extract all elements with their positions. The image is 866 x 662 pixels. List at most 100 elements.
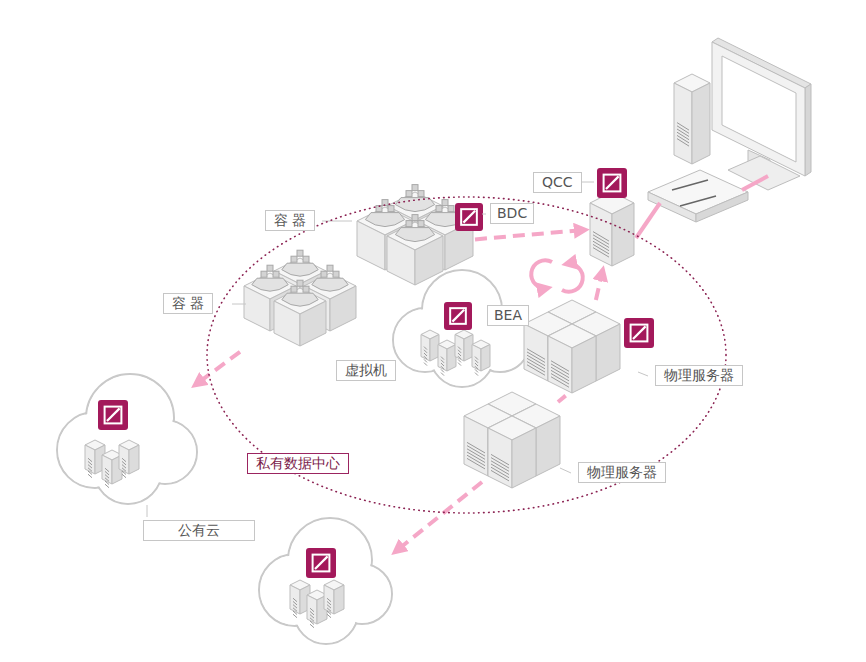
server-box (324, 580, 344, 618)
network-switch (648, 170, 748, 222)
vent-line (122, 474, 126, 478)
whale-crate (291, 286, 297, 292)
vent-line (88, 461, 92, 465)
switch-arrow (672, 180, 708, 190)
vent-line (293, 611, 297, 615)
icon-square (597, 168, 627, 198)
node-label: 私有数据中心 (247, 453, 349, 474)
vent-line (467, 458, 485, 469)
icon-arrow (452, 310, 464, 322)
vent-line (441, 366, 444, 369)
vent-line (310, 611, 314, 615)
vent-line (441, 357, 444, 360)
vent-line (293, 598, 297, 602)
icon-frame (604, 175, 621, 192)
cloud-fill (431, 324, 493, 386)
network-link (742, 176, 768, 190)
vent-line (88, 468, 92, 472)
server-box (674, 74, 710, 164)
vent-line (122, 461, 126, 465)
whale-body (395, 228, 434, 242)
left-face (290, 585, 300, 614)
whale-crate (267, 265, 273, 271)
vent-line (441, 360, 444, 363)
vent-line (424, 363, 427, 366)
whale-crate (273, 271, 279, 277)
vent-line (475, 373, 478, 376)
container-box (274, 280, 326, 346)
vent-line (122, 468, 126, 472)
public-cloud-shape (259, 518, 392, 644)
icon-arrow (315, 556, 328, 569)
vent-line (310, 621, 314, 625)
vent-line (122, 465, 126, 469)
docker-whale (282, 250, 318, 276)
whale-body (282, 293, 318, 306)
icon-arrow (606, 176, 619, 189)
vent-line (475, 366, 478, 369)
vent-line (677, 139, 689, 147)
docker-whale (282, 280, 318, 306)
vent-line (551, 377, 569, 388)
vent-line (327, 598, 331, 602)
vent-line (458, 347, 461, 350)
vent-line (475, 360, 478, 363)
vent-line (88, 471, 92, 475)
whale-body (312, 278, 348, 291)
docker-whale (395, 215, 434, 242)
monitor-base (728, 156, 800, 190)
vent-line (458, 363, 461, 366)
vent-line (310, 615, 314, 619)
right-face (512, 428, 536, 488)
icon-square (624, 318, 654, 348)
icon-frame (631, 325, 648, 342)
vent-line (293, 601, 297, 605)
icon-square (455, 203, 483, 231)
monitor-screen (722, 56, 796, 162)
dashed-arrow (195, 352, 240, 385)
agent-icon (306, 548, 336, 578)
vent-line (475, 363, 478, 366)
vent-line (458, 356, 461, 359)
vm-cloud-shape (393, 270, 530, 387)
vent-line (475, 369, 478, 372)
icon-frame (450, 308, 466, 324)
vent-line (105, 471, 109, 475)
right-face (129, 445, 139, 474)
left-face (244, 286, 270, 331)
right-face (334, 585, 344, 614)
container-group: 容 器 (345, 190, 475, 300)
vent-line (327, 601, 331, 605)
server-box (119, 440, 139, 478)
qcc-icon (597, 168, 627, 198)
vent-line (327, 608, 331, 612)
whale-crate (297, 250, 303, 256)
node-label: 容 器 (163, 293, 213, 314)
agent-icon (624, 318, 654, 348)
left-face (387, 236, 415, 285)
vent-line (293, 605, 297, 609)
vent-line (527, 365, 545, 376)
vent-line (327, 614, 331, 618)
sync-arrow (531, 260, 552, 288)
vent-line (105, 478, 109, 482)
cloud-fill (295, 581, 357, 643)
left-face (488, 428, 512, 488)
vent-line (441, 373, 444, 376)
server-group: 物理服务器 (530, 300, 640, 395)
whale-crate (327, 265, 333, 271)
leader-line (147, 505, 148, 517)
left-face (674, 83, 692, 164)
icon-frame (105, 407, 122, 424)
server-box (548, 324, 596, 393)
whale-body (282, 263, 318, 276)
dashed-arrow (596, 270, 603, 300)
vent-line (293, 608, 297, 612)
container-group: 容 器 (240, 255, 360, 360)
server-group: 物理服务器 (455, 390, 570, 500)
right-face (330, 286, 356, 331)
public-cloud: 公有云 (60, 370, 195, 500)
left-face (102, 455, 112, 484)
server-box (438, 340, 456, 376)
